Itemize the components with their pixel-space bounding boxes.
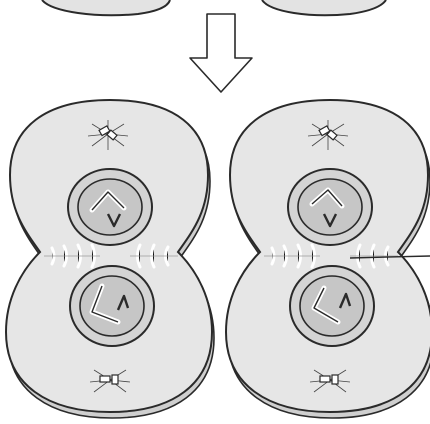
dividing-cell-right: [226, 100, 430, 418]
down-arrow-icon: [190, 14, 252, 92]
parent-cell-remnants: [42, 0, 386, 15]
parent-cell-left-remnant: [42, 0, 170, 15]
nucleus-bottom: [290, 266, 374, 346]
parent-cell-right-remnant: [262, 0, 386, 15]
nucleus-top: [68, 169, 152, 245]
nucleus-top: [288, 169, 372, 245]
nucleus-bottom: [70, 266, 154, 346]
dividing-cell-left: [6, 100, 214, 418]
